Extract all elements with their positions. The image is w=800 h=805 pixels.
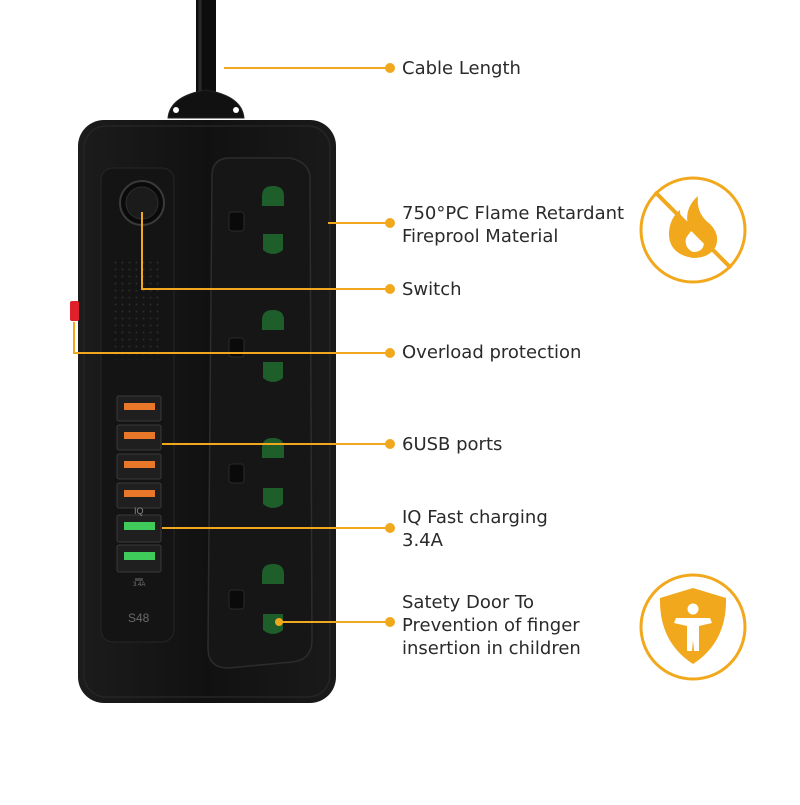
socket-panel — [207, 157, 313, 669]
callout-text: 6USB ports — [402, 434, 503, 455]
callout-text: Satety Door To — [402, 592, 534, 613]
callout-text: insertion in children — [402, 638, 581, 659]
power-switch[interactable] — [119, 180, 165, 226]
callout-dots — [275, 63, 395, 627]
usb-port-group — [116, 395, 162, 581]
callout-iq-fast-charging: IQ Fast charging 3.4A — [402, 506, 548, 552]
callout-switch: Switch — [402, 278, 462, 301]
rating-mark: 3.4A — [133, 582, 146, 588]
child-protection-shield-icon — [639, 573, 747, 681]
iq-mark: IQ — [134, 506, 144, 516]
usb-fast-charge-port[interactable] — [116, 514, 162, 543]
callout-text: Fireprool Material — [402, 226, 559, 247]
usb-fast-charge-port[interactable] — [116, 544, 162, 573]
overload-indicator — [70, 301, 79, 321]
callout-text: 3.4A — [402, 530, 443, 551]
power-cable — [167, 0, 245, 119]
callout-usb-ports: 6USB ports — [402, 433, 502, 456]
callout-text: Switch — [402, 279, 462, 300]
callout-overload-protection: Overload protection — [402, 341, 581, 364]
leader-switch — [141, 212, 388, 290]
callout-flame-retardant: 750°PC Flame Retardant Fireprool Materia… — [402, 202, 624, 248]
callout-safety-door: Satety Door To Prevention of finger inse… — [402, 591, 581, 660]
callout-cable-length: Cable Length — [402, 57, 521, 80]
leader-overload — [73, 322, 388, 354]
callout-text: IQ Fast charging — [402, 507, 548, 528]
no-flame-icon — [639, 176, 747, 284]
usb-port[interactable] — [116, 482, 162, 509]
socket[interactable] — [228, 186, 284, 254]
usb-port[interactable] — [116, 453, 162, 480]
usb-port[interactable] — [116, 424, 162, 451]
callout-lines — [73, 67, 388, 623]
callout-text: 750°PC Flame Retardant — [402, 203, 625, 224]
speaker-grille — [112, 260, 162, 360]
callout-text: Prevention of finger — [402, 615, 580, 636]
model-label: S48 — [128, 611, 150, 625]
usb-port[interactable] — [116, 395, 162, 422]
callout-text: Cable Length — [402, 58, 521, 79]
socket[interactable] — [228, 310, 284, 382]
callout-text: Overload protection — [402, 342, 582, 363]
